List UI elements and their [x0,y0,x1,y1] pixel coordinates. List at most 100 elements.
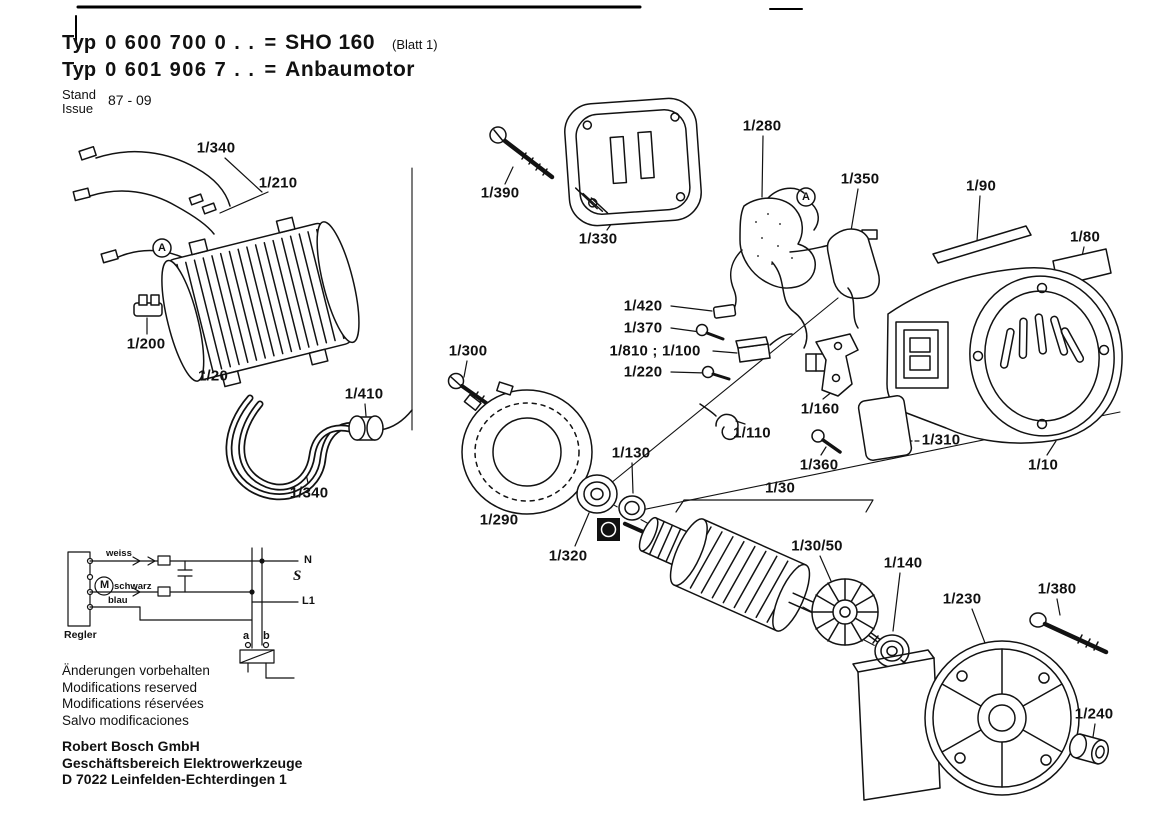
part-label-1-330: 1/330 [578,230,618,248]
modification-notices: Änderungen vorbehalten Modifications res… [62,663,302,729]
part-label-1-300: 1/300 [448,342,488,360]
stand-label: Stand [62,87,96,102]
company-block: Robert Bosch GmbH Geschäftsbereich Elekt… [62,738,302,788]
part-label-1-110: 1/110 [733,424,771,442]
equals-sign-2: = [264,59,277,81]
screw-370 [695,323,725,341]
type-row-1: Typ 0 600 700 0 . . = SHO 160 (Blatt 1) [62,30,438,57]
company-address: D 7022 Leinfelden-Echterdingen 1 [62,771,287,787]
part-label-1-370: 1/370 [623,319,663,337]
wire-harness-340 [72,145,231,264]
spring-110 [699,403,739,441]
part-label-1-90: 1/90 [966,177,996,195]
motor-housing-10 [886,267,1123,444]
field-ring-290 [461,381,593,515]
wire-label-schwarz: schwarz [114,581,152,592]
part-label-1-20: 1/20 [198,367,228,385]
bushing-240 [1068,733,1110,765]
part-label-1-160: 1/160 [800,400,840,418]
stator-20 [161,216,360,388]
plate-310 [857,395,913,461]
title-block: Typ 0 600 700 0 . . = SHO 160 (Blatt 1) … [62,30,438,116]
model-name-2: Anbaumotor [285,58,415,81]
company-name: Robert Bosch GmbH [62,738,200,754]
fan-30-50 [811,578,879,646]
datum-a-circle-2 [796,187,816,207]
part-label-1-210: 1/210 [258,174,298,192]
part-label-1-390: 1/390 [480,184,520,202]
gear-housing-230 [852,640,1080,801]
part-label-1-230: 1/230 [942,590,982,608]
clip-420 [712,304,737,319]
part-label-1-290: 1/290 [479,511,519,529]
type-number-2: 0 601 906 7 . . [105,59,256,81]
issue-date: 87 - 09 [107,92,152,108]
grease-symbol [597,518,620,541]
type-number-1: 0 600 700 0 . . [105,32,256,54]
part-label-1-280: 1/280 [742,117,782,135]
notice-de: Änderungen vorbehalten [62,663,210,678]
notice-es: Salvo modificaciones [62,712,189,728]
cable-340 [225,394,413,501]
leader-lines [146,135,1096,738]
typ-label-2: Typ [62,59,97,81]
part-label-1-140: 1/140 [883,554,923,572]
wiring-schematic [67,547,299,679]
model-name-1: SHO 160 [285,31,376,54]
lever-350 [826,228,880,300]
part-label-1-220: 1/220 [623,363,663,381]
screw-220 [701,365,731,381]
brush-plate-280 [727,187,878,317]
part-label-1-340-bottom: 1/340 [289,484,329,502]
type-row-2: Typ 0 601 906 7 . . = Anbaumotor [62,57,438,83]
motor-symbol-label: M [100,579,110,591]
armature-30 [622,516,844,632]
datum-mark-a-2: A [802,191,810,203]
company-division: Geschäftsbereich Elektrowerkzeuge [62,754,303,771]
part-label-1-380: 1/380 [1037,580,1077,598]
bearing-140 [874,634,910,668]
sheet-number: (Blatt 1) [392,37,438,52]
part-label-1-320: 1/320 [548,547,588,565]
wire-label-neutral: N [304,554,312,566]
notice-fr: Modifications réservées [62,696,204,711]
part-label-1-360: 1/360 [799,456,839,474]
part-label-1-30-50: 1/30/50 [791,537,843,555]
scan-artifact-lines [75,5,803,41]
part-label-1-130: 1/130 [611,444,651,462]
part-label-1-310: 1/310 [921,431,961,449]
part-label-1-810-1-100: 1/810 ; 1/100 [609,342,701,360]
grommet-410 [348,415,384,441]
cover-330 [564,97,702,227]
screw-380 [1029,612,1109,655]
switch-symbol: S [293,568,302,584]
issue-label: Issue [62,101,94,116]
clamp-200 [133,294,163,317]
part-label-1-240: 1/240 [1074,705,1114,723]
datum-a-circle-1 [152,238,172,258]
bearing-320 [576,474,618,514]
footer-block: Änderungen vorbehalten Modifications res… [62,663,302,788]
screw-390 [489,126,555,180]
equals-sign-1: = [264,32,277,54]
wire-label-contact-b: b [263,630,270,642]
typ-label-1: Typ [62,32,97,54]
screw-300 [447,372,491,407]
notice-en: Modifications reserved [62,679,198,695]
part-label-1-410: 1/410 [344,385,384,403]
part-label-1-350: 1/350 [840,170,880,188]
datum-mark-a-1: A [158,242,166,254]
carbon-brush-810-100 [735,333,793,363]
issue-block: Stand Issue 87 - 09 [62,88,438,116]
wire-label-weiss: weiss [106,548,132,559]
part-label-1-200: 1/200 [126,335,166,353]
part-label-1-420: 1/420 [623,297,663,315]
wire-label-blau: blau [108,595,128,606]
part-label-1-30: 1/30 [765,479,795,497]
strip-90 [932,225,1032,264]
wire-label-regler: Regler [64,629,97,641]
washer-130 [618,495,646,521]
brush-holder-160 [815,333,859,397]
